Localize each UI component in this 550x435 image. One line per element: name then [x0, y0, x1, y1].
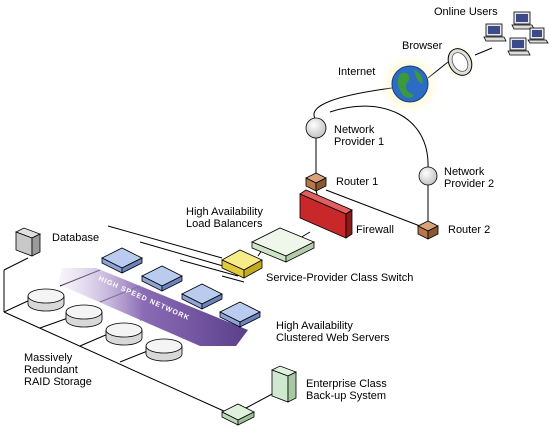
database-icon: [15, 227, 41, 257]
load-balancers-label: High Availability Load Balancers: [186, 206, 263, 230]
tower-icon: [271, 365, 297, 403]
backup-label: Enterprise Class Back-up System: [306, 378, 387, 402]
network-node-icon: [418, 166, 438, 186]
disk-icon: [65, 304, 103, 328]
raid-storage-label: Massively Redundant RAID Storage: [24, 352, 92, 388]
server-icon: [141, 265, 183, 292]
network-provider-1-label: Network Provider 1: [334, 124, 385, 148]
switch-label: Service-Provider Class Switch: [266, 272, 414, 284]
magnifier-lens-icon: [445, 44, 475, 80]
backup-switch-icon: [221, 403, 255, 426]
disk-icon: [145, 338, 183, 362]
web-servers-group: [101, 247, 261, 328]
firewall-icon: [299, 189, 353, 239]
online-users-group: [483, 11, 549, 56]
network-node-icon: [305, 117, 327, 139]
web-servers-label: High Availability Clustered Web Servers: [276, 320, 390, 344]
server-icon: [181, 283, 223, 310]
load-balancer-icon: [251, 227, 315, 263]
computer-icon: [507, 37, 531, 56]
computer-icon: [511, 11, 535, 30]
router-2-label: Router 2: [448, 224, 491, 236]
internet-label: Internet: [338, 66, 376, 78]
disk-icon: [27, 288, 65, 312]
server-icon: [219, 301, 261, 328]
switch-icon: [221, 249, 263, 279]
disk-icon: [105, 322, 143, 346]
server-icon: [101, 247, 143, 274]
router-icon: [305, 172, 327, 192]
network-provider-2-label: Network Provider 2: [444, 166, 495, 190]
raid-storage-group: [27, 288, 183, 362]
online-users-label: Online Users: [434, 6, 498, 18]
router-1-label: Router 1: [336, 176, 379, 188]
database-label: Database: [52, 232, 100, 244]
computer-icon: [483, 23, 507, 42]
computer-icon: [527, 27, 549, 44]
globe-icon: [380, 54, 440, 114]
router-icon: [417, 220, 439, 240]
firewall-label: Firewall: [356, 224, 394, 236]
browser-label: Browser: [402, 40, 443, 52]
